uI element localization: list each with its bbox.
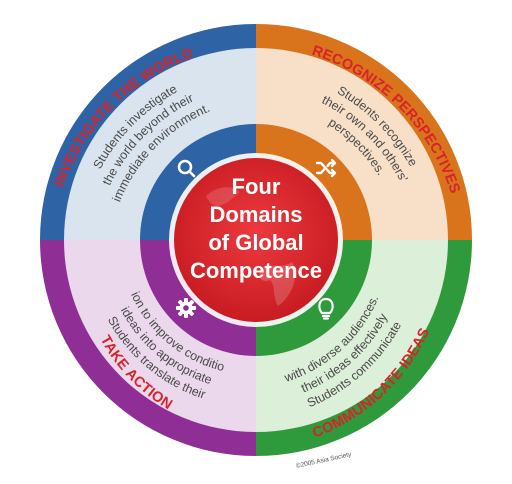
shuffle-icon xyxy=(315,158,337,178)
copyright-notice: ©2005 Asia Society xyxy=(295,450,353,470)
gear-icon xyxy=(176,298,196,318)
center-title-line-2: Domains xyxy=(210,202,303,227)
globe-watermark-continent xyxy=(206,187,240,206)
center-hub: Four Domains of Global Competence xyxy=(169,153,343,327)
center-title-line-4: Competence xyxy=(190,258,322,283)
center-title-line-3: of Global xyxy=(208,230,303,255)
lightbulb-icon xyxy=(318,297,334,320)
center-title-line-1: Four xyxy=(232,174,281,199)
search-icon xyxy=(177,159,196,178)
center-disc xyxy=(174,158,338,322)
globe-watermark xyxy=(259,262,296,306)
